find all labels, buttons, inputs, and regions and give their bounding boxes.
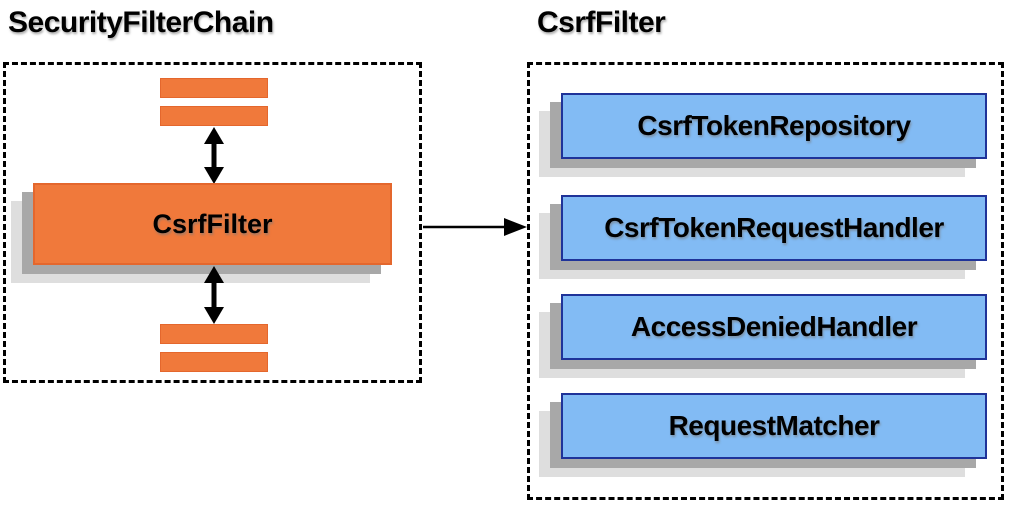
filter-placeholder-bar: [160, 324, 268, 344]
arrow-right-icon: [423, 218, 527, 236]
component-label: CsrfTokenRepository: [637, 110, 911, 141]
component-label: RequestMatcher: [668, 410, 880, 441]
csrf-filter-box: CsrfFilter: [33, 183, 392, 265]
component-label: AccessDeniedHandler: [630, 311, 918, 342]
double-arrow-vertical-icon: [204, 127, 224, 184]
csrf-filter-title: CsrfFilter: [537, 6, 666, 39]
security-filter-chain-container: [3, 62, 422, 383]
filter-placeholder-bar: [160, 78, 268, 98]
filter-placeholder-bar: [160, 106, 268, 126]
csrf-token-repository-box: CsrfTokenRepository: [561, 93, 987, 159]
csrf-filter-box-label: CsrfFilter: [152, 208, 273, 239]
csrf-token-request-handler-box: CsrfTokenRequestHandler: [561, 195, 987, 261]
csrf-filter-components-container: [527, 62, 1004, 500]
request-matcher-box: RequestMatcher: [561, 393, 987, 459]
security-filter-chain-title: SecurityFilterChain: [8, 6, 274, 39]
double-arrow-vertical-icon: [204, 266, 224, 324]
filter-placeholder-bar: [160, 352, 268, 372]
access-denied-handler-box: AccessDeniedHandler: [561, 294, 987, 360]
component-label: CsrfTokenRequestHandler: [604, 212, 944, 243]
